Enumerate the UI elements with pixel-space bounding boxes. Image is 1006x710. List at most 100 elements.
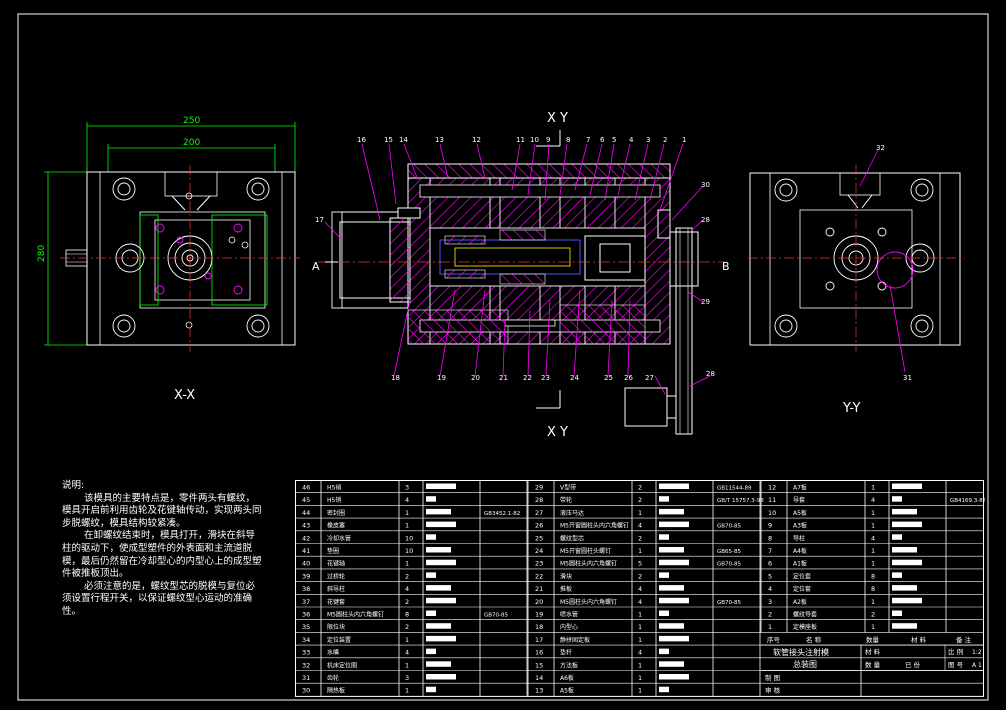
balloon-28-bottom: 28: [706, 370, 715, 378]
bom-material-mark: [659, 572, 669, 578]
bom-name: A2板: [793, 598, 807, 606]
bom-material-mark: [426, 572, 436, 578]
bom-material-mark: [892, 521, 922, 528]
bom-name: 推板: [560, 585, 572, 593]
bom-no: 42: [302, 534, 310, 542]
bom-name: V型带: [560, 484, 576, 492]
bom-no: 30: [302, 687, 310, 695]
bom-no: 4: [768, 585, 772, 593]
bom-name: A4板: [793, 547, 807, 555]
bom-material-mark: [659, 635, 689, 642]
title-block-drawn: 制 图: [765, 673, 780, 682]
bom-qty: 1: [871, 484, 875, 492]
bom-qty: 5: [638, 560, 642, 568]
bom-no: 6: [768, 560, 772, 568]
bom-material-mark: [426, 547, 451, 553]
bom-material-mark: [659, 521, 689, 528]
notes-p1: 该模具的主要特点是，零件两头有螺纹，模具开启前利用齿轮及花键轴传动，实现两头同步…: [62, 492, 262, 529]
bom-qty: 8: [405, 611, 409, 619]
bom-no: 46: [302, 484, 310, 492]
bom-remark: GB70-85: [717, 524, 742, 530]
bom-qty: 4: [871, 496, 875, 504]
bom-qty: 4: [638, 649, 642, 657]
label-xy-top: X Y: [547, 111, 568, 126]
bom-name: A7板: [793, 484, 807, 492]
bom-qty: 1: [871, 623, 875, 631]
balloon-32: 32: [876, 144, 885, 152]
view-section: X Y X Y: [312, 111, 730, 440]
bom-name: H5销: [327, 496, 341, 504]
bom-name: 方法板: [560, 661, 578, 669]
bom-no: 15: [535, 661, 543, 669]
bom-material-mark: [426, 674, 456, 680]
bom-no: 14: [535, 674, 543, 682]
balloon-14: 14: [399, 136, 408, 144]
drawing-frame: [17, 13, 989, 701]
bom-qty: 3: [405, 484, 409, 492]
balloon-28-top: 28: [701, 216, 710, 224]
bom-no: 41: [302, 547, 310, 555]
bom-material-mark: [426, 508, 451, 515]
balloon-26: 26: [624, 374, 633, 382]
bom-qty: 4: [405, 649, 409, 657]
label-xx: X-X: [174, 388, 195, 403]
bom-material-mark: [659, 610, 669, 616]
balloon-29: 29: [701, 298, 710, 306]
bom-material-mark: [659, 496, 669, 502]
bom-name: M5圆柱头内六角螺钉: [327, 611, 384, 619]
bom-qty: 4: [405, 585, 409, 593]
bom-no: 7: [768, 547, 772, 555]
balloon-10: 10: [530, 136, 539, 144]
bom-qty: 1: [638, 687, 642, 695]
bom-material-mark: [426, 597, 456, 604]
bom-no: 37: [302, 598, 310, 606]
balloon-5: 5: [612, 136, 616, 144]
bom-no: 11: [768, 496, 776, 504]
view-xx: 250 200 280: [37, 116, 300, 403]
balloon-6: 6: [600, 136, 605, 144]
bom-name: 静拼固定板: [560, 636, 590, 644]
bom-qty: 2: [405, 598, 409, 606]
bom-qty: 2: [638, 496, 642, 504]
bom-no: 20: [535, 598, 543, 606]
bom-name: A1板: [793, 560, 807, 568]
bom-name: 导柱: [793, 534, 805, 542]
bom-no: 35: [302, 623, 310, 631]
bom-qty: 1: [405, 522, 409, 530]
bom-material-mark: [659, 686, 669, 693]
balloon-4: 4: [629, 136, 634, 144]
balloon-8: 8: [566, 136, 570, 144]
bom-qty: 1: [871, 560, 875, 568]
notes-title: 说明:: [62, 480, 85, 491]
bom-name: 滑块: [560, 572, 572, 580]
bom-remark: GB70-85: [484, 613, 509, 619]
bom-remark: GB65-85: [717, 549, 742, 555]
bom-material-mark: [426, 534, 436, 540]
bom-no: 25: [535, 534, 543, 542]
bom-name: 带轮: [560, 496, 572, 504]
bom-material-mark: [659, 623, 684, 629]
bom-qty: 10: [405, 534, 413, 542]
bom-name: 水嘴: [327, 649, 339, 657]
notes: 说明: 该模具的主要特点是，零件两头有螺纹，模具开启前利用齿轮及花键轴传动，实现…: [62, 480, 262, 619]
bom-qty: 1: [871, 509, 875, 517]
bom-material-mark: [426, 635, 456, 642]
bom-material-mark: [892, 610, 902, 616]
bom-material-mark: [659, 483, 689, 489]
bom-material-mark: [659, 534, 669, 540]
bom-qty: 1: [405, 560, 409, 568]
bom-no: 19: [535, 611, 543, 619]
title-block-qty-label: 数 量: [865, 660, 881, 669]
balloon-18: 18: [391, 374, 400, 382]
bom-name: 花键轴: [327, 560, 345, 568]
bom-qty: 4: [638, 585, 642, 593]
bom-qty: 4: [871, 534, 875, 542]
bom-name: 定位装置: [327, 636, 351, 644]
bom-no: 17: [535, 636, 543, 644]
bom-material-mark: [659, 547, 684, 553]
bom-qty: 1: [638, 636, 642, 644]
balloon-30: 30: [701, 181, 710, 189]
bom-material-mark: [659, 559, 689, 566]
bom-qty: 2: [638, 572, 642, 580]
